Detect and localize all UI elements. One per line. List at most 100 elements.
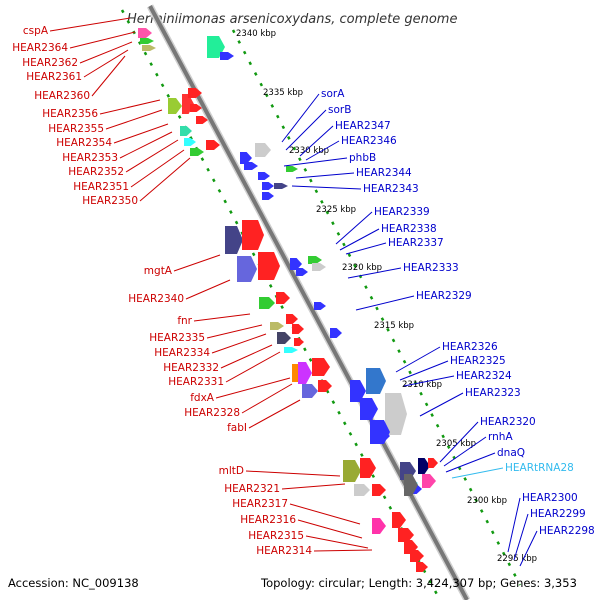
gene-feature — [277, 332, 291, 344]
gene-label: HEAR2326 — [442, 341, 498, 353]
label-leader-line — [297, 519, 363, 539]
gene-label: HEAR2361 — [26, 71, 82, 83]
label-leader-line — [403, 375, 455, 387]
gene-feature — [258, 172, 270, 180]
kbp-tick-label: 2310 kbp — [402, 380, 442, 390]
gene-label: HEAR2332 — [163, 362, 219, 374]
gene-feature — [360, 458, 376, 478]
label-leader-line — [313, 549, 373, 552]
label-leader-line — [513, 513, 529, 561]
gene-feature — [372, 484, 386, 496]
label-leader-line — [206, 324, 263, 339]
label-leader-line — [339, 228, 380, 251]
label-leader-line — [225, 351, 281, 383]
gene-feature — [225, 226, 243, 254]
gene-feature — [259, 297, 275, 309]
label-leader-line — [113, 123, 169, 144]
label-leader-line — [289, 503, 361, 525]
gene-label: HEAR2347 — [335, 120, 391, 132]
label-leader-line — [211, 333, 267, 354]
label-leader-line — [99, 99, 161, 115]
kbp-tick-label: 2335 kbp — [263, 88, 303, 98]
gene-label: HEAR2328 — [184, 407, 240, 419]
label-leader-line — [49, 17, 131, 32]
gene-feature — [366, 368, 386, 394]
label-leader-line — [395, 346, 441, 373]
gene-feature — [168, 98, 182, 114]
gene-label: HEAR2356 — [42, 108, 98, 120]
gene-label: sorA — [321, 88, 345, 100]
gene-feature — [410, 550, 424, 562]
label-leader-line — [335, 211, 373, 245]
gene-label: fabI — [227, 422, 247, 434]
label-leader-line — [105, 109, 163, 130]
gene-feature — [312, 358, 330, 376]
label-leader-line — [215, 377, 291, 399]
label-leader-line — [245, 470, 341, 477]
label-leader-line — [248, 399, 301, 429]
gene-feature — [276, 292, 290, 304]
label-leader-line — [419, 392, 464, 417]
gene-label: HEAR2321 — [224, 483, 280, 495]
gene-label: HEAR2350 — [82, 195, 138, 207]
gene-label: HEAR2317 — [232, 498, 288, 510]
gene-feature — [418, 458, 430, 474]
label-leader-line — [347, 267, 402, 279]
gene-feature — [274, 183, 288, 189]
gene-label: HEAR2353 — [62, 152, 118, 164]
gene-label: HEAR2362 — [22, 57, 78, 69]
label-leader-line — [139, 157, 191, 202]
gene-feature — [360, 398, 378, 420]
label-leader-line — [295, 172, 355, 179]
label-leader-line — [305, 535, 369, 549]
gene-feature — [330, 328, 342, 338]
label-leader-line — [193, 313, 251, 322]
gene-feature — [372, 518, 386, 534]
label-leader-line — [125, 139, 179, 173]
gene-label: HEAR2300 — [522, 492, 578, 504]
label-leader-line — [451, 467, 504, 479]
label-leader-line — [345, 242, 387, 255]
gene-feature — [190, 104, 202, 112]
gene-feature — [422, 474, 436, 488]
kbp-tick-label: 2340 kbp — [236, 29, 276, 39]
gene-feature — [376, 430, 390, 442]
gene-label: HEAR2320 — [480, 416, 536, 428]
gene-label: HEARtRNA28 — [505, 462, 574, 474]
gene-feature — [404, 474, 418, 496]
gene-feature — [398, 528, 414, 542]
gene-label: HEAR2298 — [539, 525, 595, 537]
label-leader-line — [355, 295, 415, 311]
label-leader-line — [283, 157, 348, 167]
gene-feature — [354, 484, 370, 496]
gene-feature — [142, 45, 156, 51]
kbp-tick-label: 2320 kbp — [342, 263, 382, 273]
gene-feature — [190, 148, 204, 156]
label-leader-line — [281, 93, 320, 143]
gene-label: HEAR2316 — [240, 514, 296, 526]
accession-text: Accession: NC_009138 — [8, 576, 139, 590]
label-leader-line — [291, 185, 362, 190]
gene-label: HEAR2338 — [381, 223, 437, 235]
gene-label: mltD — [219, 465, 244, 477]
gene-feature — [296, 268, 308, 276]
gene-feature — [258, 252, 280, 280]
gene-feature — [237, 256, 257, 282]
gene-feature — [308, 256, 322, 264]
inner-tick-ring — [231, 29, 522, 586]
label-leader-line — [79, 41, 133, 64]
gene-feature — [302, 384, 318, 398]
label-leader-line — [445, 452, 496, 473]
gene-feature — [284, 347, 298, 353]
gene-feature — [184, 138, 196, 146]
gene-feature — [138, 28, 152, 38]
gene-label: HEAR2299 — [530, 508, 586, 520]
gene-label: HEAR2339 — [374, 206, 430, 218]
label-leader-line — [285, 109, 327, 151]
gene-label: HEAR2335 — [149, 332, 205, 344]
kbp-tick-label: 2300 kbp — [467, 496, 507, 506]
kbp-tick-label: 2295 kbp — [497, 554, 537, 564]
genome-backbone-core — [148, 5, 469, 600]
label-leader-line — [399, 360, 449, 381]
gene-feature — [262, 182, 274, 190]
